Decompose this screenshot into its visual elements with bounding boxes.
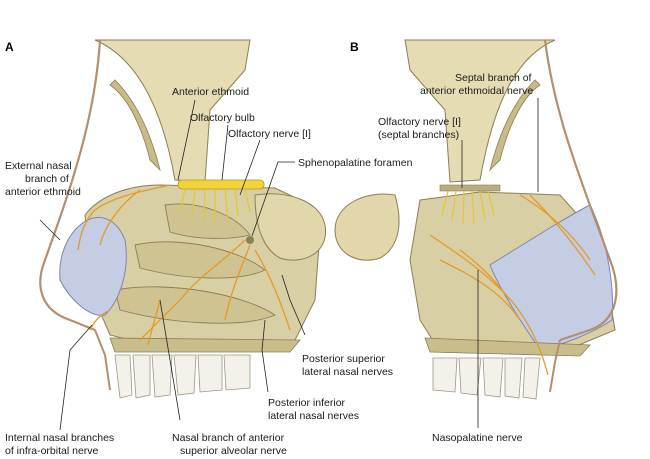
- tooth-a-6: [223, 354, 251, 391]
- tooth-b-3: [482, 357, 504, 398]
- label-septal-branch-line1: Septal branch of: [455, 72, 532, 84]
- nerves-a: [77, 184, 291, 346]
- sphenoid-b: [334, 193, 400, 261]
- superior-concha-a: [164, 203, 251, 239]
- frontal-bone-a: [94, 39, 251, 183]
- leader-anterior-ethmoid: [177, 99, 196, 181]
- leader-olfactory-nerve: [239, 139, 261, 196]
- tooth-b-5: [432, 357, 458, 393]
- label-anterior-ethmoid: Anterior ethmoid: [172, 86, 250, 98]
- maxilla-front-a: [94, 329, 111, 391]
- label-external-nasal-line1: External nasal: [5, 160, 72, 172]
- maxilla-front-b: [549, 339, 561, 393]
- label-post-sup-line2: lateral nasal nerves: [302, 366, 394, 378]
- label-external-nasal-line2: branch of: [25, 173, 69, 185]
- label-olfactory-nerve: Olfactory nerve [I]: [228, 128, 311, 140]
- hard-palate-a: [109, 337, 301, 353]
- label-internal-nasal-line1: Internal nasal branches: [5, 432, 115, 444]
- leader-post-sup: [281, 274, 306, 336]
- label-internal-nasal-line2: of infra-orbital nerve: [5, 445, 99, 457]
- label-nasopalatine: Nasopalatine nerve: [432, 432, 523, 444]
- frontal-bone-b: [404, 39, 556, 183]
- frontal-sinus-a: [109, 79, 161, 172]
- leader-external-nasal: [39, 219, 61, 241]
- leader-lines: [39, 98, 539, 431]
- label-nasal-branch-line2: superior alveolar nerve: [180, 445, 287, 457]
- nerves-b: [429, 194, 596, 376]
- tooth-a-2: [132, 354, 151, 399]
- tooth-a-3: [151, 354, 173, 398]
- label-post-inf-line1: Posterior inferior: [268, 397, 346, 409]
- label-nasal-branch-line1: Nasal branch of anterior: [172, 432, 285, 444]
- label-olf-septal-line1: Olfactory nerve [I]: [378, 116, 461, 128]
- nasal-cartilage-a: [59, 217, 127, 316]
- label-post-sup-line1: Posterior superior: [302, 353, 385, 365]
- panel-a-illustration: [39, 39, 326, 399]
- hard-palate-b: [424, 337, 591, 357]
- leader-nasal-branch: [159, 299, 181, 421]
- label-olf-septal-line2: (septal branches): [378, 129, 460, 141]
- tooth-a-4: [173, 354, 197, 396]
- label-septal-branch-line2: anterior ethmoidal nerve: [420, 85, 534, 97]
- olfactory-bulb-a: [177, 179, 265, 190]
- olfactory-filaments-b: [441, 190, 495, 225]
- frontal-sinus-b: [489, 79, 541, 172]
- label-external-nasal-line3: anterior ethmoid: [5, 186, 81, 198]
- olfactory-filaments-a: [179, 188, 251, 222]
- external-nose-b: [543, 39, 618, 342]
- panel-label-a: A: [5, 40, 14, 54]
- cribriform-plate-b: [439, 184, 501, 192]
- tooth-b-2: [504, 357, 523, 399]
- teeth-b: [432, 357, 541, 400]
- tooth-b-1: [522, 357, 541, 400]
- external-nose-a: [39, 39, 102, 332]
- leader-post-inf: [261, 319, 269, 393]
- leader-olfactory-bulb: [221, 124, 229, 181]
- leader-sphenopalatine: [251, 161, 295, 237]
- panel-b-illustration: [334, 39, 618, 400]
- label-sphenopalatine-foramen: Sphenopalatine foramen: [298, 157, 413, 169]
- label-post-inf-line2: lateral nasal nerves: [268, 410, 360, 422]
- panel-label-b: B: [350, 40, 359, 54]
- tooth-a-5: [197, 354, 223, 393]
- middle-concha-a: [134, 241, 266, 279]
- teeth-a: [114, 354, 251, 399]
- sphenopalatine-foramen-a: [246, 236, 254, 244]
- sphenoid-a: [254, 193, 326, 261]
- tooth-a-1: [114, 354, 133, 399]
- label-olfactory-bulb: Olfactory bulb: [190, 112, 255, 124]
- leader-internal-nasal: [59, 324, 93, 431]
